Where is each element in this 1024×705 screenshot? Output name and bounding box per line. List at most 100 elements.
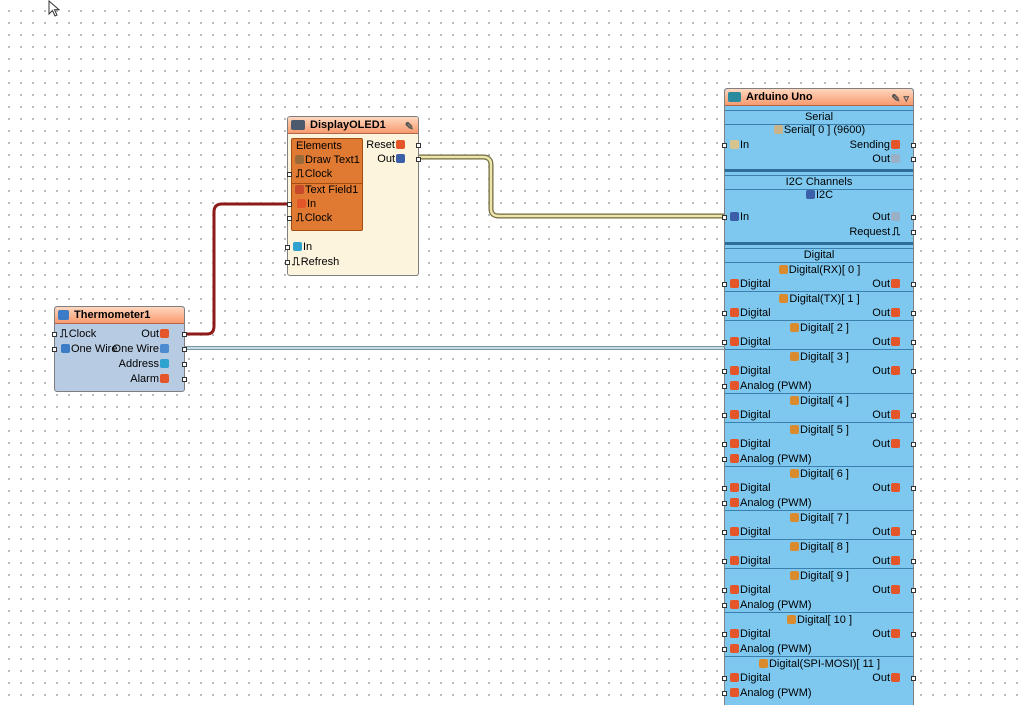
digital-out-pin[interactable]	[911, 632, 916, 637]
oled-in-pin[interactable]	[285, 245, 290, 250]
thermo-address-pin[interactable]	[182, 362, 187, 367]
tools-icon[interactable]: ✎	[404, 121, 414, 133]
oled-refresh-pin[interactable]	[285, 260, 290, 265]
analog-pwm-pin[interactable]	[722, 603, 727, 608]
text-field-element[interactable]: Text Field1	[294, 184, 358, 197]
i2c-request-pin[interactable]	[911, 230, 916, 235]
wire-oled-out-to-i2c-in[interactable]	[418, 154, 725, 219]
digital-in-pin[interactable]	[722, 559, 727, 564]
thermo-alarm-pin[interactable]	[182, 377, 187, 382]
digital-channel-icon	[786, 615, 796, 624]
digital-in-pin[interactable]	[722, 632, 727, 637]
digital-in-label: Digital	[729, 336, 771, 349]
thermometer-title-bar[interactable]: Thermometer1	[55, 307, 184, 324]
analog-pwm-pin[interactable]	[722, 501, 727, 506]
thermo-out-pin[interactable]	[182, 332, 187, 337]
onewire-icon	[61, 344, 70, 353]
text-field-clock-pin[interactable]	[287, 216, 292, 221]
digital-out-pin[interactable]	[911, 340, 916, 345]
thermo-alarm-label: Alarm	[130, 373, 170, 386]
oled-refresh-label: ⎍Refresh	[292, 256, 340, 268]
digital-in-pin[interactable]	[722, 340, 727, 345]
digital-out-pin[interactable]	[911, 530, 916, 535]
digital-out-pin[interactable]	[911, 369, 916, 374]
digital-in-pin[interactable]	[722, 530, 727, 535]
analog-pwm-label: Analog (PWM)	[729, 687, 812, 700]
digital-in-pin[interactable]	[722, 282, 727, 287]
text-field-in-pin[interactable]	[287, 202, 292, 207]
display-oled-component[interactable]: DisplayOLED1 ✎ Elements Draw Text1 ⎍Cloc…	[285, 116, 421, 276]
digital-pin-name: Digital[ 2 ]	[725, 322, 913, 335]
draw-text-element[interactable]: Draw Text1	[294, 154, 360, 167]
digital-out-pin[interactable]	[911, 282, 916, 287]
digital-out-pin[interactable]	[911, 413, 916, 418]
analog-pwm-pin[interactable]	[722, 384, 727, 389]
arduino-board-icon	[728, 92, 741, 102]
oled-reset-pin[interactable]	[416, 143, 421, 148]
tools-dropdown-icon[interactable]: ✎ ▿	[891, 93, 909, 105]
digital-in-label: Digital	[729, 584, 771, 597]
digital-in-pin[interactable]	[722, 676, 727, 681]
digital-in-pin[interactable]	[722, 486, 727, 491]
digital-out-pin[interactable]	[911, 486, 916, 491]
digital-out-pin[interactable]	[911, 559, 916, 564]
oled-elements-panel[interactable]: Elements Draw Text1 ⎍Clock Text Field1 I…	[287, 138, 363, 231]
serial-sending-pin[interactable]	[911, 143, 916, 148]
digital-in-pin[interactable]	[722, 588, 727, 593]
arduino-title-bar[interactable]: Arduino Uno ✎ ▿	[725, 89, 913, 106]
digital-in-pin[interactable]	[722, 311, 727, 316]
oled-title-bar[interactable]: DisplayOLED1 ✎	[288, 117, 418, 134]
i2c-in-pin[interactable]	[722, 215, 727, 220]
analog-pwm-pin[interactable]	[722, 691, 727, 696]
analog-pwm-pin[interactable]	[722, 647, 727, 652]
clock-pulse-icon: ⎍	[296, 168, 304, 180]
digital-in-label: Digital	[729, 555, 771, 568]
analog-pwm-label: Analog (PWM)	[729, 380, 812, 393]
digital-out-icon	[891, 308, 900, 317]
digital-out-icon	[891, 439, 900, 448]
serial-channel-name: Serial[ 0 ] (9600)	[725, 124, 913, 137]
thermo-onewire-in-pin[interactable]	[52, 347, 57, 352]
digital-out-pin[interactable]	[911, 588, 916, 593]
i2c-in-icon	[730, 212, 739, 221]
digital-out-label: Out	[872, 409, 901, 422]
digital-out-pin[interactable]	[911, 442, 916, 447]
i2c-out-pin[interactable]	[911, 215, 916, 220]
serial-in-pin[interactable]	[722, 143, 727, 148]
digital-out-pin[interactable]	[911, 311, 916, 316]
digital-in-pin[interactable]	[722, 369, 727, 374]
digital-out-label: Out	[872, 482, 901, 495]
digital-in-pin[interactable]	[722, 442, 727, 447]
thermo-onewire-out-pin[interactable]	[182, 347, 187, 352]
wire-thermometer-out-to-textfield-in[interactable]	[185, 202, 289, 336]
elements-label: Elements	[296, 140, 342, 152]
thermo-clock-pin[interactable]	[52, 332, 57, 337]
thermometer-component[interactable]: Thermometer1 ⎍Clock One Wire Out One Wir…	[52, 306, 187, 392]
draw-text-clock-pin[interactable]	[287, 172, 292, 177]
analog-pwm-label: Analog (PWM)	[729, 643, 812, 656]
digital-icon	[730, 337, 739, 346]
arduino-uno-component[interactable]: Arduino Uno ✎ ▿ Serial Serial[ 0 ] (9600…	[722, 88, 916, 705]
digital-out-label: Out	[872, 278, 901, 291]
digital-channel-icon	[790, 323, 800, 332]
digital-out-pin[interactable]	[911, 676, 916, 681]
analog-icon	[730, 688, 739, 697]
digital-in-label: Digital	[729, 628, 771, 641]
analog-pwm-pin[interactable]	[722, 457, 727, 462]
digital-out-label: Out	[872, 672, 901, 685]
serial-out-pin[interactable]	[911, 157, 916, 162]
digital-in-pin[interactable]	[722, 413, 727, 418]
oled-out-pin[interactable]	[416, 157, 421, 162]
